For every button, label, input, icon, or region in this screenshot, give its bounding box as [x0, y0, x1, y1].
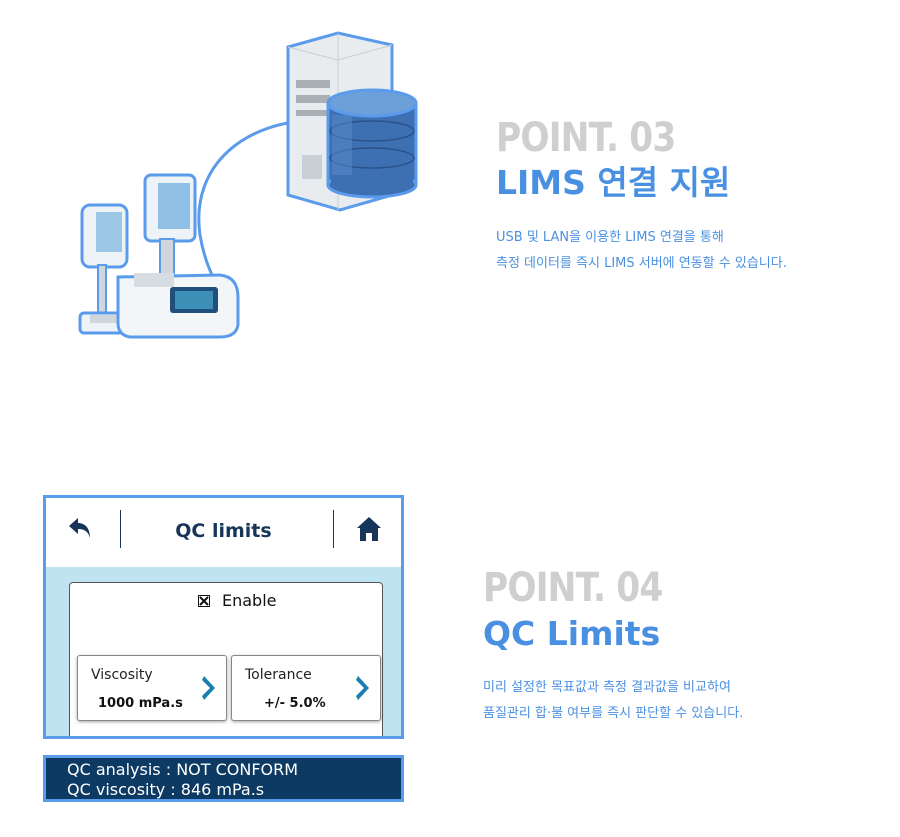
- chevron-right-icon: [202, 676, 215, 700]
- checkbox-checked-icon[interactable]: [198, 594, 210, 607]
- viscometer-icon: [116, 173, 240, 339]
- header-divider: [120, 510, 121, 548]
- home-icon: [357, 517, 381, 541]
- back-arrow-icon: [69, 518, 90, 538]
- qc-analysis-status: QC analysis : NOT CONFORM: [67, 760, 299, 779]
- viscosity-button[interactable]: Viscosity 1000 mPa.s: [77, 655, 227, 721]
- database-icon: [326, 88, 418, 199]
- lims-illustration: [78, 31, 418, 339]
- tolerance-label: Tolerance: [245, 667, 312, 683]
- qc-header: QC limits: [46, 498, 401, 567]
- viscosity-label: Viscosity: [91, 667, 153, 683]
- point-04-desc-line1: 미리 설정한 목표값과 측정 결과값을 비교하여: [483, 680, 731, 695]
- header-divider: [333, 510, 334, 548]
- home-button[interactable]: [356, 516, 382, 546]
- enable-label: Enable: [222, 591, 277, 610]
- point-04-title: QC Limits: [483, 614, 661, 653]
- point-03-number: POINT. 03: [496, 115, 676, 161]
- chevron-right-icon: [356, 676, 369, 700]
- page-title: QC limits: [175, 520, 272, 542]
- qc-status-bar: QC analysis : NOT CONFORM QC viscosity :…: [43, 755, 404, 802]
- point-03-description: USB 및 LAN을 이용한 LIMS 연결을 통해 측정 데이터를 즉시 LI…: [496, 225, 787, 277]
- qc-viscosity-status: QC viscosity : 846 mPa.s: [67, 780, 265, 799]
- point-03-title: LIMS 연결 지원: [496, 163, 731, 202]
- point-03-desc-line2: 측정 데이터를 즉시 LIMS 서버에 연동할 수 있습니다.: [496, 256, 787, 271]
- point-03-desc-line1: USB 및 LAN을 이용한 LIMS 연결을 통해: [496, 230, 724, 245]
- qc-settings-card: Enable Viscosity 1000 mPa.s Tolerance +/…: [69, 582, 383, 736]
- tolerance-button[interactable]: Tolerance +/- 5.0%: [231, 655, 381, 721]
- qc-limits-screen: QC limits Enable Viscosity 1000 mPa.s To…: [43, 495, 404, 739]
- point-04-desc-line2: 품질관리 합·불 여부를 즉시 판단할 수 있습니다.: [483, 706, 744, 721]
- back-button[interactable]: [68, 516, 94, 544]
- point-04-number: POINT. 04: [483, 565, 663, 611]
- enable-toggle[interactable]: Enable: [198, 591, 277, 610]
- viscosity-value: 1000 mPa.s: [98, 696, 183, 711]
- tolerance-value: +/- 5.0%: [264, 696, 326, 711]
- point-04-description: 미리 설정한 목표값과 측정 결과값을 비교하여 품질관리 합·불 여부를 즉시…: [483, 675, 743, 727]
